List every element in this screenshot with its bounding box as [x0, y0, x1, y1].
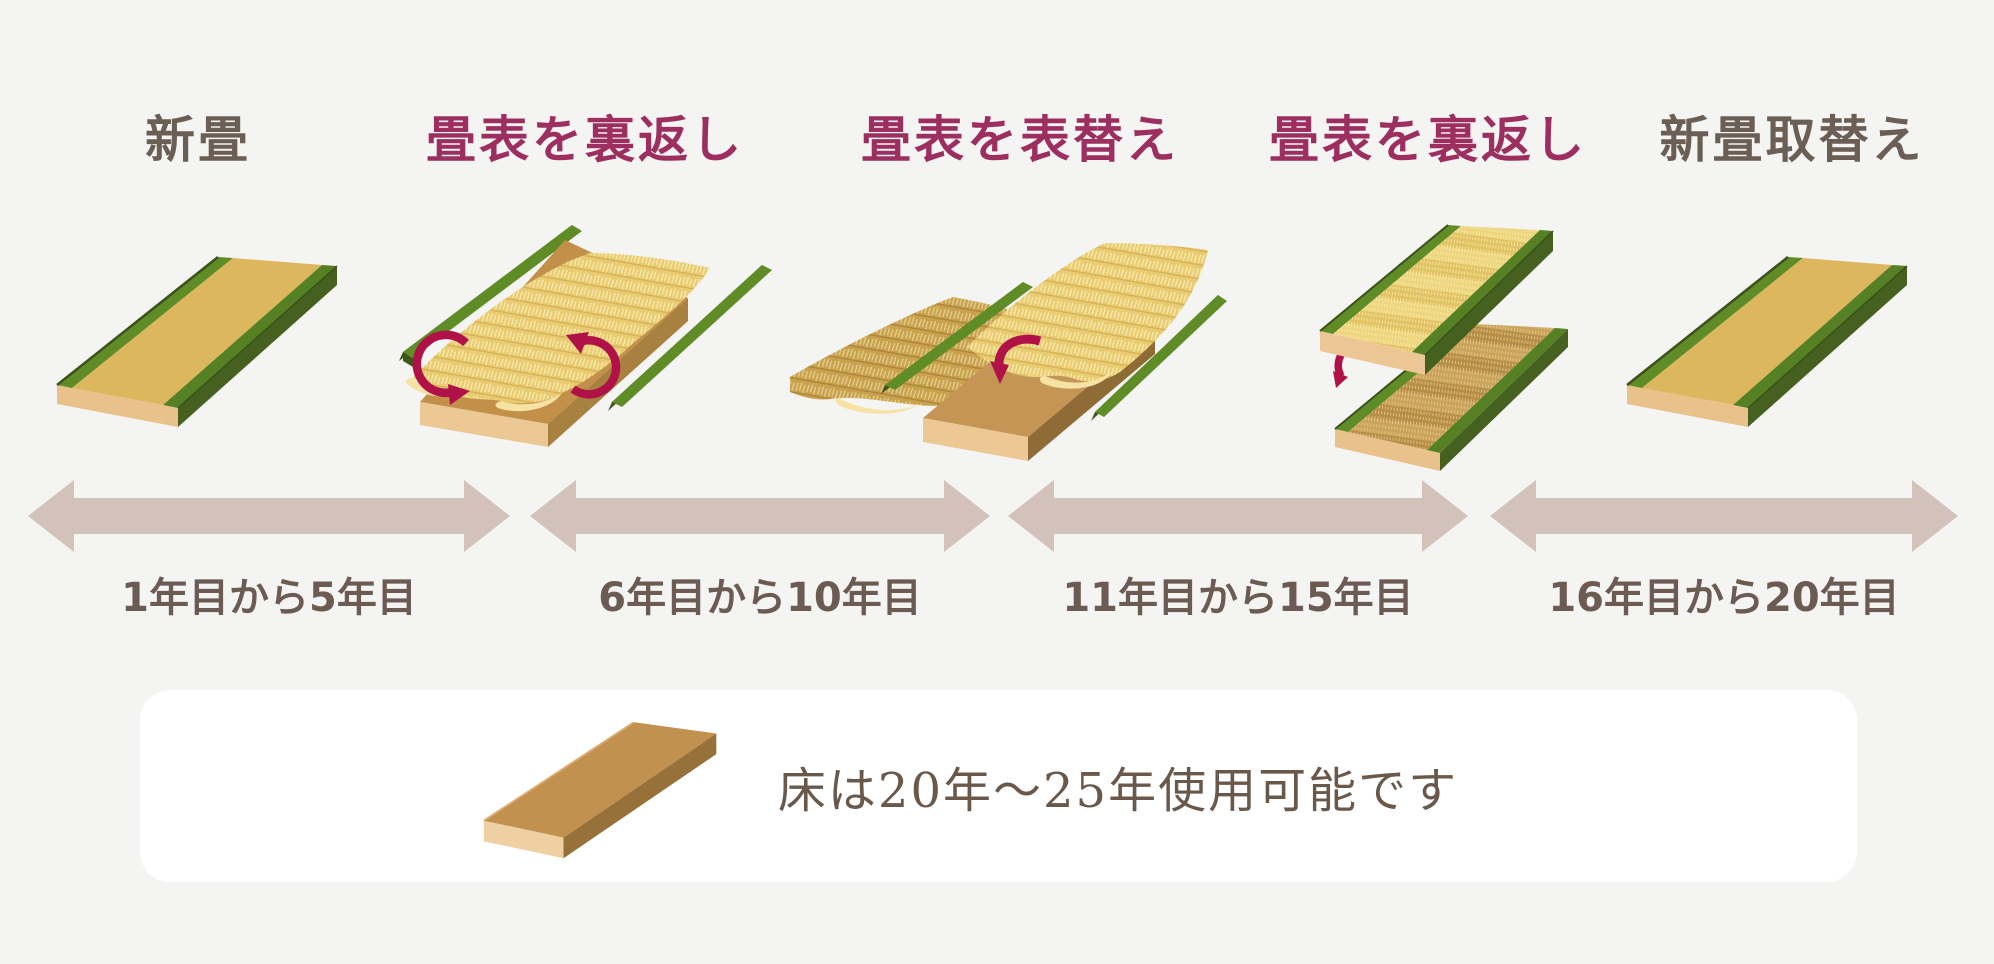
flip-arrow-right [566, 332, 621, 399]
new-tatami-illustration [1626, 256, 1908, 427]
period-arrow-3 [1008, 480, 1468, 552]
new-tatami-illustration [56, 256, 338, 427]
new-goza-underside-flap [1039, 372, 1112, 389]
stage-label-flip-surface-2: 畳表を裏返し [1269, 110, 1587, 169]
period-label-1: 1年目から5年目 [121, 575, 417, 621]
detached-heri-strip-left [399, 225, 582, 367]
detached-heri-strip-right [1091, 295, 1227, 421]
lay-down-arrow [990, 334, 1042, 384]
base-lifespan-note: 床は20年〜25年使用可能です [140, 690, 1857, 882]
period-arrow-2 [530, 480, 990, 552]
lower-mat-old-surface [1334, 322, 1568, 471]
period-label-4: 16年目から20年目 [1548, 575, 1900, 621]
detached-heri-strip-left [881, 282, 1033, 394]
period-arrow-1 [28, 480, 510, 552]
period-label-3: 11年目から15年目 [1062, 575, 1414, 621]
stage-label-replace-surface: 畳表を表替え [861, 110, 1179, 169]
old-goza-sheet [790, 297, 1017, 406]
note-text: 床は20年〜25年使用可能です [777, 763, 1459, 819]
flip-arrow-left [412, 330, 470, 405]
goza-sheet [413, 253, 710, 404]
flip-stacked-mats-illustration [1319, 224, 1568, 471]
detached-heri-strip-right [608, 265, 772, 411]
goza-underside-flap [495, 393, 562, 412]
tatami-base-plank-icon [483, 721, 717, 859]
old-goza-underside-flap [835, 398, 918, 414]
replace-surface-illustration [790, 243, 1227, 461]
goza-underside-flap [405, 378, 452, 397]
new-goza-sheet [967, 243, 1208, 382]
period-label-2: 6年目から10年目 [598, 575, 922, 621]
upper-mat-fresh-surface [1319, 224, 1554, 375]
note-content: 床は20年〜25年使用可能です [479, 711, 1458, 861]
stage-label-flip-surface-1: 畳表を裏返し [426, 110, 744, 169]
period-arrow-4 [1490, 480, 1958, 552]
stage-label-new-replacement: 新畳取替え [1659, 110, 1925, 169]
stage-label-new-tatami: 新畳 [145, 110, 251, 169]
flip-surface-illustration [399, 225, 772, 447]
timeline-arrows [28, 480, 1958, 552]
